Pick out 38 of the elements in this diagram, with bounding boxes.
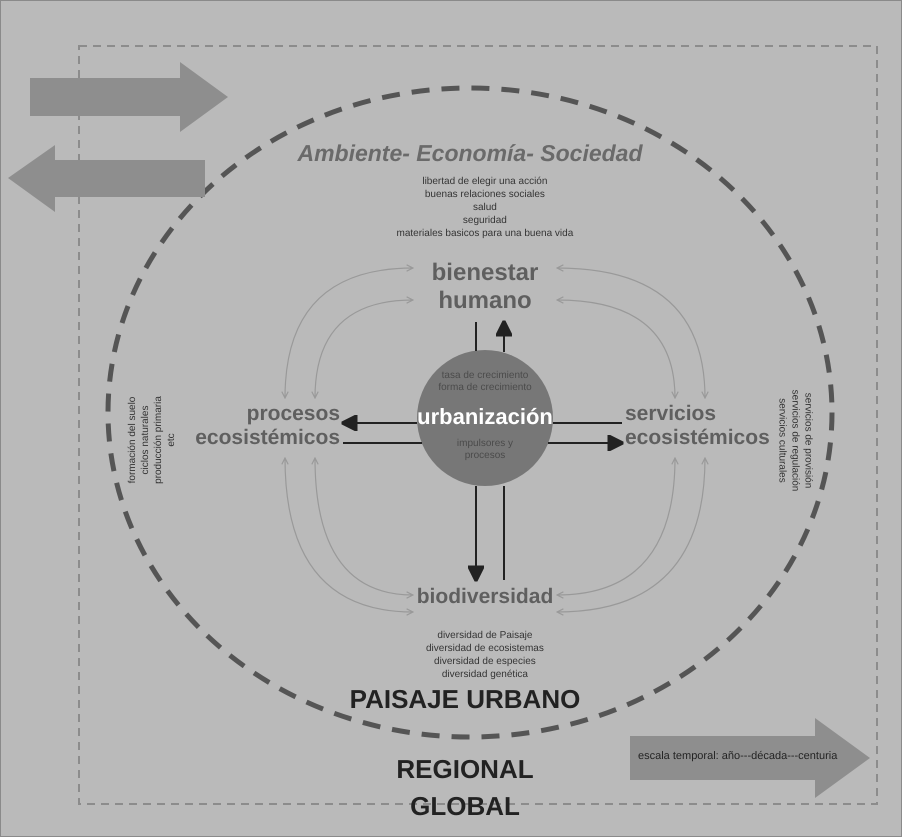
arrow bbox=[556, 457, 709, 616]
arrow bbox=[311, 296, 414, 399]
note-text: diversidad genética bbox=[440, 668, 529, 681]
circle-title: Ambiente- Economía- Sociedad bbox=[296, 140, 644, 166]
arrow bbox=[556, 296, 678, 399]
note-text: producción primaria bbox=[152, 396, 165, 484]
note-text: etc bbox=[164, 432, 178, 449]
arrow bbox=[311, 457, 414, 598]
node-title: biodiversidad bbox=[416, 585, 554, 610]
center-title: urbanización bbox=[417, 404, 553, 430]
arrow bbox=[466, 486, 486, 583]
node-title: procesos ecosistémicos bbox=[194, 402, 340, 450]
note-text: servicios de regulación bbox=[788, 389, 802, 491]
note-text: servicios de provisión bbox=[801, 391, 814, 490]
note-text: materiales basicos para una buena vida bbox=[396, 226, 574, 240]
note-text: salud bbox=[472, 200, 498, 214]
note-text: diversidad de Paisaje bbox=[436, 629, 534, 642]
scale-title: GLOBAL bbox=[409, 792, 521, 822]
arrow bbox=[281, 264, 414, 399]
note-text: diversidad de ecosistemas bbox=[426, 642, 544, 655]
note-text: libertad de elegir una acción bbox=[421, 174, 548, 188]
node-title: bienestar humano bbox=[432, 259, 538, 314]
note-text: servicios culturales bbox=[775, 396, 788, 484]
note-text: ciclos naturales bbox=[138, 404, 152, 476]
note-text: formación del suelo bbox=[126, 396, 139, 484]
scale-title: REGIONAL bbox=[395, 755, 535, 785]
arrow bbox=[556, 264, 708, 399]
note-text: buenas relaciones sociales bbox=[424, 188, 546, 200]
arrow bbox=[494, 319, 514, 352]
arrow bbox=[340, 414, 417, 432]
arrow bbox=[556, 457, 679, 598]
scale-label: escala temporal: año---década---centuria bbox=[638, 750, 838, 763]
note-text: seguridad bbox=[462, 214, 508, 226]
note-text: diversidad de especies bbox=[433, 655, 537, 668]
node-title: servicios ecosistémicos bbox=[625, 402, 771, 450]
arrow bbox=[548, 434, 625, 452]
arrow bbox=[281, 457, 414, 616]
scale-title: PAISAJE URBANO bbox=[348, 685, 582, 715]
